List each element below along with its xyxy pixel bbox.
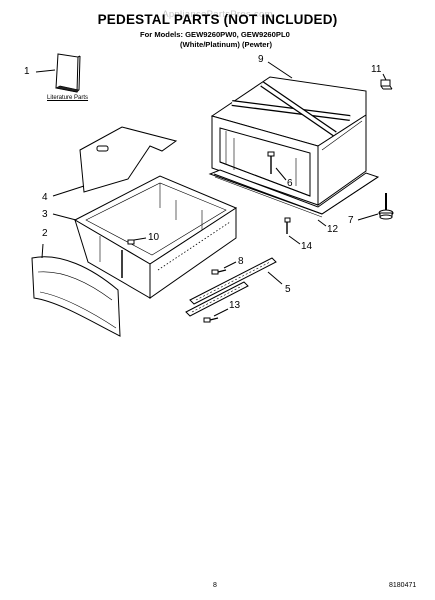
drawer-back-panel <box>79 126 178 193</box>
callout-12: 12 <box>327 224 339 235</box>
page-number: 8 <box>213 582 217 589</box>
leader-9 <box>267 61 293 79</box>
leader-13 <box>213 308 229 317</box>
leader-7 <box>357 213 379 221</box>
callout-6: 6 <box>287 178 293 189</box>
callout-9: 9 <box>258 54 264 65</box>
literature-parts-label: Literature Parts <box>47 95 89 101</box>
screw-6 <box>267 151 275 174</box>
leader-5 <box>267 271 283 285</box>
drawer-bin <box>73 175 238 299</box>
callout-4: 4 <box>42 192 48 203</box>
model-colors: (White/Platinum) (Pewter) <box>180 39 272 49</box>
callout-3: 3 <box>42 209 48 220</box>
leader-8 <box>223 261 237 269</box>
leader-2 <box>41 243 44 259</box>
drawer-front <box>31 256 121 337</box>
drawer-slides <box>185 257 277 317</box>
leader-12 <box>317 219 327 227</box>
callout-2: 2 <box>42 228 48 239</box>
callout-1: 1 <box>24 66 30 77</box>
leveling-foot <box>378 193 394 220</box>
screw-8 <box>211 269 227 275</box>
leader-4 <box>52 185 85 197</box>
pedestal-housing <box>208 76 380 218</box>
callout-13: 13 <box>229 300 241 311</box>
callout-10: 10 <box>148 232 160 243</box>
literature-booklet <box>55 53 81 93</box>
callout-11: 11 <box>371 64 382 75</box>
model-info: For Models: GEW9260PW0, GEW9260PL0 (Whit… <box>140 30 290 49</box>
leader-1 <box>35 69 56 73</box>
callout-5: 5 <box>285 284 291 295</box>
screw-13 <box>203 317 219 323</box>
leader-3 <box>52 213 77 221</box>
watermark-text: AppliancePartsPros.com <box>162 9 273 20</box>
leader-6 <box>275 167 287 181</box>
leader-11 <box>382 73 387 81</box>
model-numbers: For Models: GEW9260PW0, GEW9260PL0 <box>140 30 290 39</box>
callout-14: 14 <box>301 241 313 252</box>
bracket-part <box>380 79 393 90</box>
callout-8: 8 <box>238 256 244 267</box>
leader-14 <box>288 235 301 245</box>
screw-14 <box>284 217 291 234</box>
document-number: 8180471 <box>389 582 417 589</box>
leader-10 <box>133 237 147 241</box>
callout-7: 7 <box>348 215 354 226</box>
page-title: PEDESTAL PARTS (NOT INCLUDED) <box>97 12 338 27</box>
